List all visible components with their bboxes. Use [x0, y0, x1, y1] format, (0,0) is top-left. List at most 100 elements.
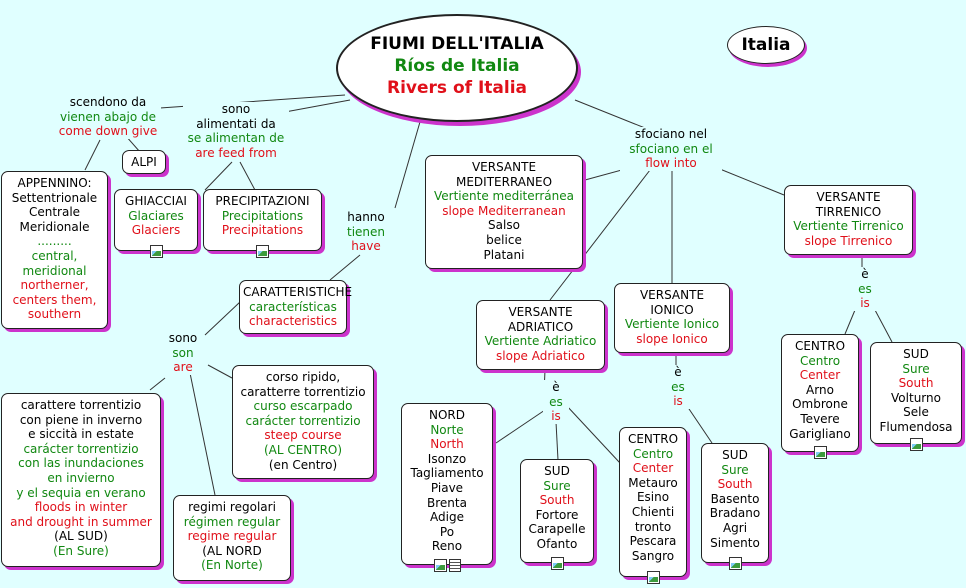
image-icon[interactable]: [646, 571, 660, 584]
node-text: South: [898, 376, 934, 391]
node-text: características: [249, 299, 337, 314]
node-text: Pescara: [629, 534, 677, 549]
node-versante-ionico[interactable]: VERSANTE IONICO Vertiente Ionico slope I…: [614, 283, 730, 353]
node-versante-tirrenico[interactable]: VERSANTE TIRRENICO Vertiente Tirrenico s…: [784, 185, 913, 255]
connector-line: [204, 161, 233, 191]
node-text: Precipitations: [221, 208, 304, 223]
node-carattere-torrentizio[interactable]: carattere torrentizio con piene in inver…: [1, 393, 161, 567]
main-title-node[interactable]: FIUMI DELL'ITALIA Ríos de Italia Rivers …: [336, 14, 578, 122]
node-corso-ripido[interactable]: corso ripido, caratterre torrentizio cur…: [232, 365, 374, 479]
node-centro-adriatico[interactable]: CENTRO Centro Center Metauro Esino Chien…: [619, 427, 687, 584]
node-text: Vertiente Adriatico: [484, 334, 597, 349]
connector-line: [574, 99, 646, 129]
node-text: en invierno: [47, 470, 115, 485]
label-text: vienen abajo de: [59, 109, 157, 124]
connector-line: [684, 402, 713, 444]
connector-line: [495, 409, 546, 444]
label-text: sfociano nel: [634, 127, 708, 141]
connector-line: [149, 377, 166, 391]
node-text: MEDITERRANEO: [455, 174, 553, 189]
node-text: Vertiente Ionico: [624, 317, 720, 332]
node-text: .........: [37, 234, 72, 249]
label-text: è: [861, 267, 869, 281]
node-text: GHIACCIAI: [125, 194, 187, 208]
node-text: Center: [799, 368, 841, 383]
node-text: Sele: [903, 405, 929, 420]
label-text: sono: [168, 331, 198, 345]
node-text: Settentrionale: [11, 190, 98, 205]
node-nord-adriatico[interactable]: NORD Norte North Isonzo Tagliamento Piav…: [401, 403, 493, 572]
label-text: is: [860, 296, 870, 311]
node-text: Flumendosa: [879, 419, 953, 434]
node-text: TIRRENICO: [815, 204, 882, 219]
node-text: meridional: [22, 263, 87, 278]
node-text: Centrale: [28, 205, 81, 220]
connector-line: [844, 309, 856, 335]
node-regimi-regolari[interactable]: regimi regolari régimen regular regime r…: [173, 495, 291, 581]
node-text: slope Ionico: [636, 331, 708, 346]
connector-line: [239, 161, 256, 191]
node-versante-adriatico[interactable]: VERSANTE ADRIATICO Vertiente Adriatico s…: [476, 300, 605, 370]
node-ghiacciai[interactable]: GHIACCIAI Glaciares Glaciers: [114, 189, 198, 258]
node-text: Precipitations: [221, 223, 304, 238]
label-text: è: [674, 365, 682, 379]
node-precipitazioni[interactable]: PRECIPITAZIONI Precipitations Precipitat…: [203, 189, 322, 258]
node-text: steep course: [264, 428, 342, 443]
node-text: NORD: [429, 408, 465, 422]
node-text: Ofanto: [536, 536, 578, 551]
node-text: Sure: [902, 361, 930, 376]
connector-line: [207, 364, 233, 379]
label-text: have: [351, 239, 381, 254]
document-icon[interactable]: [448, 559, 461, 572]
image-icon[interactable]: [433, 559, 447, 572]
label-e-tirrenico: è es is: [852, 267, 878, 311]
node-centro-tirrenico[interactable]: CENTRO Centro Center Arno Ombrone Tevere…: [781, 334, 859, 459]
connector-line: [555, 421, 559, 461]
node-text: Glaciers: [131, 223, 181, 238]
image-icon[interactable]: [256, 245, 269, 258]
title-italian: FIUMI DELL'ITALIA: [370, 34, 544, 54]
node-sud-adriatico[interactable]: SUD Sure South Fortore Carapelle Ofanto: [520, 459, 594, 570]
connector-line: [204, 301, 241, 336]
node-appennino[interactable]: APPENNINO: Settentrionale Centrale Merid…: [1, 171, 108, 329]
image-icon[interactable]: [813, 446, 827, 459]
label-sono-alimentati: sono alimentati da se alimentan de are f…: [183, 102, 289, 161]
node-text: VERSANTE: [639, 288, 705, 302]
node-text: Basento: [710, 491, 760, 506]
node-text: Po: [439, 524, 455, 539]
node-text: SUD: [722, 448, 748, 462]
image-icon[interactable]: [728, 557, 742, 570]
label-scendono: scendono da vienen abajo de come down gi…: [55, 95, 161, 139]
node-text: régimen regular: [183, 514, 281, 529]
node-text: Adige: [430, 510, 464, 525]
label-text: es: [549, 394, 563, 409]
label-text: flow into: [645, 156, 697, 171]
image-icon[interactable]: [149, 245, 163, 258]
node-text: APPENNINO:: [17, 176, 92, 190]
node-alpi[interactable]: ALPI: [122, 150, 166, 174]
node-versante-mediterraneo[interactable]: VERSANTE MEDITERRANEO Vertiente mediterr…: [425, 155, 583, 269]
image-icon[interactable]: [550, 557, 564, 570]
label-text: is: [673, 394, 683, 409]
label-text: are feed from: [195, 145, 277, 160]
node-text: Bradano: [709, 506, 761, 521]
node-caratteristiche[interactable]: CARATTERISTICHE características characte…: [239, 280, 352, 334]
label-text: alimentati da: [196, 116, 276, 131]
node-text: (AL CENTRO): [263, 442, 343, 457]
node-sud-ionico[interactable]: SUD Sure South Basento Bradano Agri Sime…: [701, 443, 769, 570]
node-sud-tirrenico[interactable]: SUD Sure South Volturno Sele Flumendosa: [870, 342, 962, 451]
italia-badge[interactable]: Italia: [727, 26, 805, 64]
image-icon[interactable]: [909, 438, 923, 451]
node-text: Volturno: [891, 390, 941, 405]
node-text: slope Tirrenico: [804, 233, 893, 248]
node-text: carácter torrentizio: [245, 413, 361, 428]
node-text: Fortore: [535, 507, 579, 522]
node-text: (En Norte): [201, 558, 263, 573]
connector-line: [709, 164, 785, 196]
node-text: characteristics: [249, 314, 337, 329]
node-text: and drought in summer: [10, 514, 152, 529]
node-text: Vertiente mediterránea: [434, 189, 574, 204]
node-text: Sure: [543, 478, 571, 493]
node-text: Glaciares: [128, 208, 184, 223]
